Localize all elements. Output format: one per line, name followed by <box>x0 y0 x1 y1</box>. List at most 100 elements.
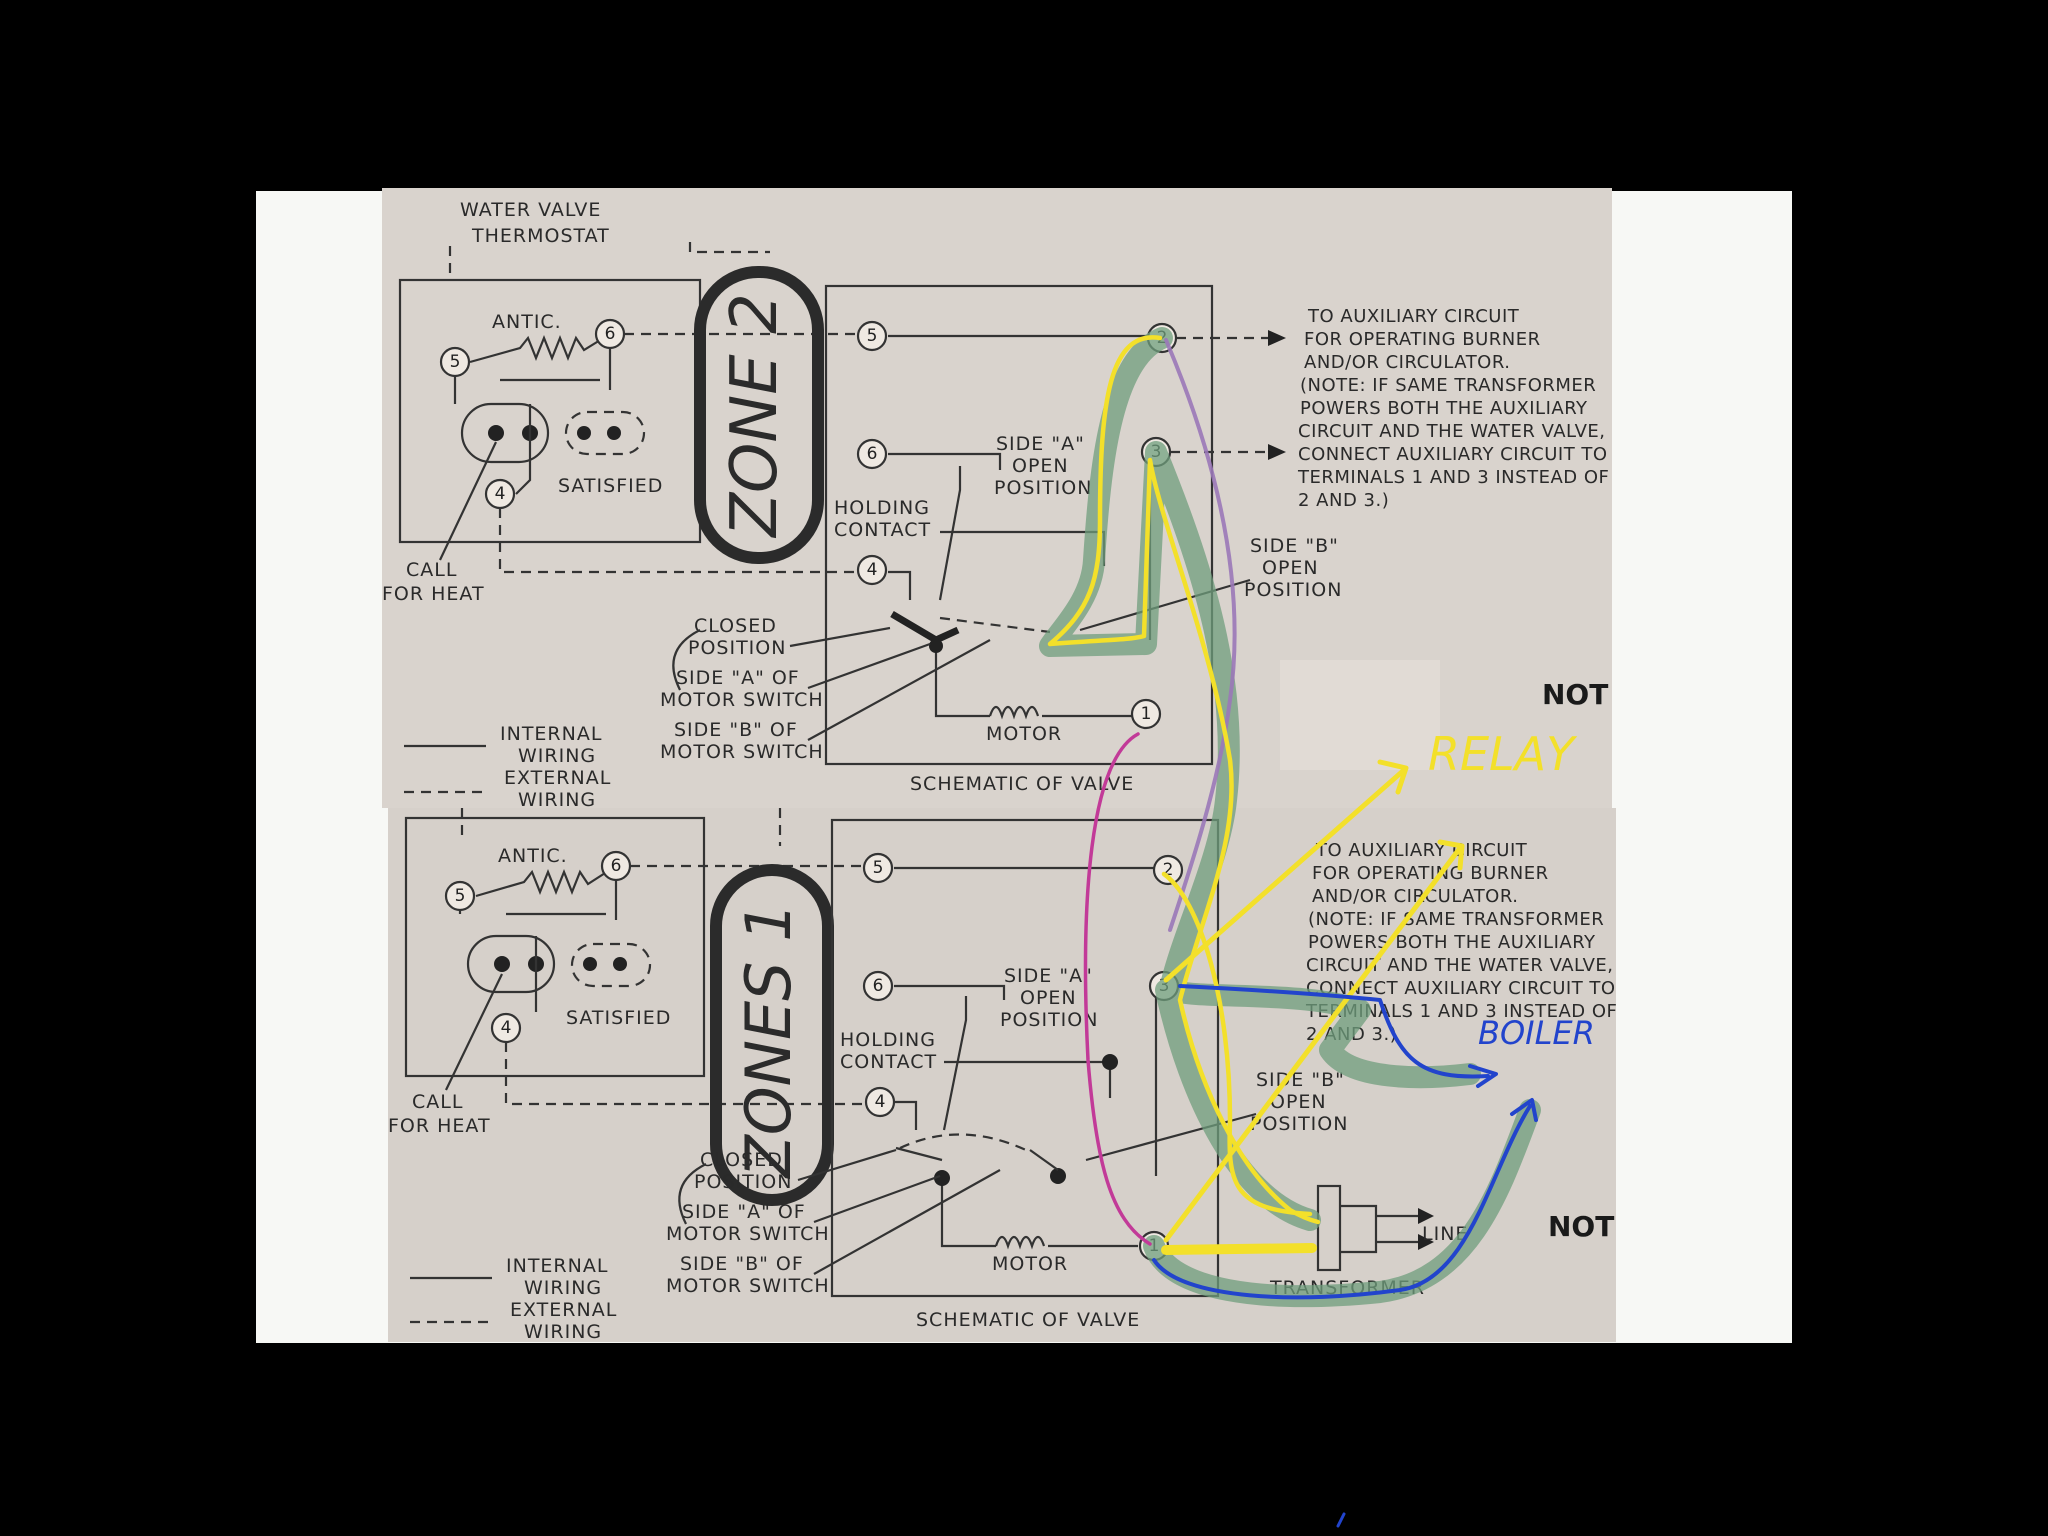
terminal-label: 4 <box>495 484 506 504</box>
for-heat-label: FOR HEAT <box>382 583 485 605</box>
side-b-switch-1: SIDE "B" OF <box>674 719 798 741</box>
side-a-open-2-bottom: OPEN <box>1020 987 1077 1009</box>
closed-position-1: CLOSED <box>694 615 777 637</box>
yellow-wire-1 <box>1047 335 1321 1225</box>
motor-label-bottom: MOTOR <box>992 1253 1068 1275</box>
call-contact-bottom <box>466 934 556 994</box>
note-line: TERMINALS 1 AND 3 INSTEAD OF <box>1297 467 1609 488</box>
closed-position-2: POSITION <box>688 637 786 659</box>
satisfied-dot-1 <box>577 426 591 440</box>
side-b-open-1-bottom: SIDE "B" <box>1256 1069 1345 1091</box>
motor-label: MOTOR <box>986 723 1062 745</box>
internal-label-1-bottom: INTERNAL <box>506 1255 608 1277</box>
side-a-open-3-bottom: POSITION <box>1000 1009 1098 1031</box>
anticipator-resistor-bottom <box>475 865 617 898</box>
motor-coil <box>988 705 1040 720</box>
note-line: (NOTE: IF SAME TRANSFORMER <box>1308 909 1604 930</box>
terminal-label: 5 <box>455 886 466 906</box>
side-a-open-1-bottom: SIDE "A" <box>1004 965 1093 987</box>
aux-arrow-2 <box>1268 444 1286 460</box>
zone-2-circle <box>694 266 824 564</box>
side-b-open-1: SIDE "B" <box>1250 535 1339 557</box>
rotation-arrow-bottom <box>678 1163 707 1225</box>
note-line: TO AUXILIARY CIRCUIT <box>1307 306 1520 327</box>
relay-arrow-1 <box>1163 767 1407 983</box>
terminal-label: 4 <box>875 1092 886 1112</box>
thermostat-header-2: THERMOSTAT <box>471 225 610 247</box>
side-b-switch-2-bottom: MOTOR SWITCH <box>666 1275 830 1297</box>
transformer-core <box>1316 1184 1342 1272</box>
closed-position-1-bottom: CLOSED <box>700 1149 783 1171</box>
line-arrow-1 <box>1418 1208 1434 1224</box>
side-a-switch-1: SIDE "A" OF <box>676 667 800 689</box>
blue-stray-mark <box>1336 1512 1346 1528</box>
valve-internal-wires <box>888 334 1150 600</box>
relay-label: RELAY <box>1428 727 1578 781</box>
side-b-open-2: OPEN <box>1262 557 1319 579</box>
terminal-label: 6 <box>873 976 884 996</box>
internal-label-2-bottom: WIRING <box>524 1277 602 1299</box>
valve-terminal-2-bottom <box>1152 854 1184 886</box>
terminal-label: 5 <box>450 352 461 372</box>
junction-dot <box>1102 1054 1118 1070</box>
note-line: TO AUXILIARY CIRCUIT <box>1315 840 1528 861</box>
note-line: (NOTE: IF SAME TRANSFORMER <box>1300 375 1596 396</box>
blue-arrow-2 <box>1510 1098 1538 1122</box>
valve-terminal-4-bottom <box>864 1086 896 1118</box>
holding-contact-2: CONTACT <box>834 519 931 541</box>
terminal-label: 4 <box>501 1018 512 1038</box>
thermostat-terminal-5-bottom <box>444 880 476 912</box>
side-a-switch-2-bottom: MOTOR SWITCH <box>666 1223 830 1245</box>
relay-arrow-2 <box>1163 845 1463 1243</box>
terminal-label: 5 <box>867 326 878 346</box>
internal-label-1: INTERNAL <box>500 723 602 745</box>
note-line: CIRCUIT AND THE WATER VALVE, <box>1298 421 1606 442</box>
holding-contact-1-bottom: HOLDING <box>840 1029 936 1051</box>
call-contact-dot-1 <box>488 425 504 441</box>
terminal-label: 2 <box>1163 860 1174 880</box>
note-line: CIRCUIT AND THE WATER VALVE, <box>1306 955 1614 976</box>
note-line: FOR OPERATING BURNER <box>1312 863 1549 884</box>
note-line: CONNECT AUXILIARY CIRCUIT TO <box>1298 444 1608 465</box>
satisfied-contact-bottom <box>570 942 652 988</box>
internal-label-2: WIRING <box>518 745 596 767</box>
zones-1-circle <box>710 864 834 1206</box>
note-line: 2 AND 3.) <box>1298 490 1389 511</box>
blue-wire-2 <box>1152 1104 1532 1300</box>
call-contact-dot-1 <box>494 956 510 972</box>
side-a-switch-1-bottom: SIDE "A" OF <box>682 1201 806 1223</box>
satisfied-dot-2 <box>607 426 621 440</box>
rotation-arrow <box>672 629 701 691</box>
blue-arrow-1 <box>1468 1064 1498 1088</box>
boiler-label: BOILER <box>1478 1014 1595 1052</box>
note-line: FOR OPERATING BURNER <box>1304 329 1541 350</box>
side-b-switch-1-bottom: SIDE "B" OF <box>680 1253 804 1275</box>
valve-internal-wires-bottom <box>894 866 1156 1130</box>
call-wires-bottom <box>445 936 538 1091</box>
for-heat-label-bottom: FOR HEAT <box>388 1115 491 1137</box>
note-line: POWERS BOTH THE AUXILIARY <box>1300 398 1588 419</box>
satisfied-dot-2 <box>613 957 627 971</box>
aux-arrow-1 <box>1268 330 1286 346</box>
smudge-patch <box>1280 660 1440 770</box>
satisfied-contact <box>564 410 646 456</box>
top-not-label: NOT <box>1542 678 1608 711</box>
side-a-switch-2: MOTOR SWITCH <box>660 689 824 711</box>
external-label-1-bottom: EXTERNAL <box>510 1299 617 1321</box>
side-a-open-3: POSITION <box>994 477 1092 499</box>
thermostat-dashed-lead <box>448 242 770 280</box>
note-line: CONNECT AUXILIARY CIRCUIT TO <box>1306 978 1616 999</box>
note-line: AND/OR CIRCULATOR. <box>1304 352 1510 373</box>
switch-pivot-a <box>934 1170 950 1186</box>
call-contact <box>460 402 550 464</box>
switch-travel <box>939 616 1051 634</box>
external-label-1: EXTERNAL <box>504 767 611 789</box>
purple-wire <box>1164 338 1237 932</box>
holding-contact-2-bottom: CONTACT <box>840 1051 937 1073</box>
call-wires <box>439 380 532 561</box>
valve-terminal-4 <box>856 554 888 586</box>
switch-pivot <box>929 639 943 653</box>
anticipator-resistor <box>469 333 611 364</box>
